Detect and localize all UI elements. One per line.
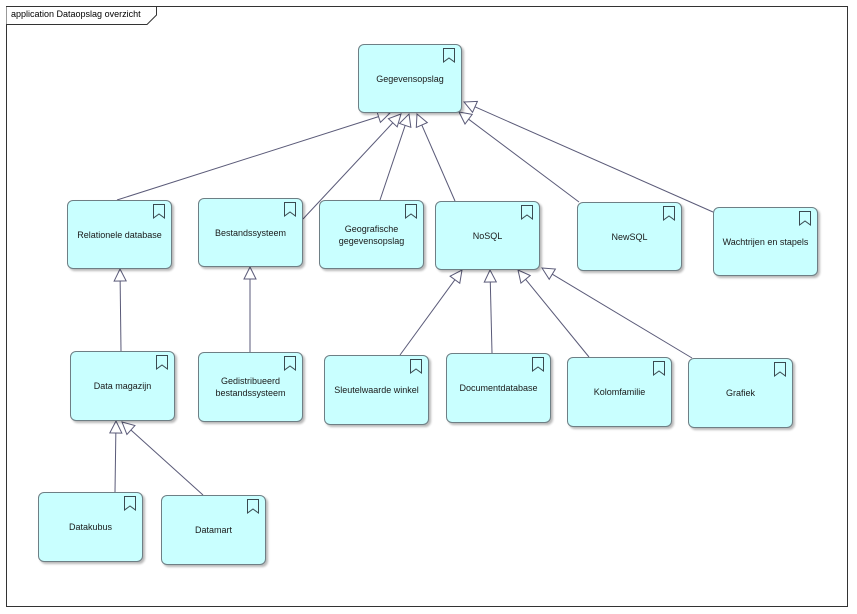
hollow-triangle-arrowhead-icon (449, 269, 463, 285)
diagram-title: application Dataopslag overzicht (11, 9, 141, 19)
application-data-object-icon (443, 48, 455, 63)
edge-datakubus-to-data-magazijn (109, 419, 123, 493)
hollow-triangle-arrowhead-icon (387, 113, 402, 128)
node-data-magazijn[interactable]: Data magazijn (70, 351, 175, 421)
node-kolomfamilie[interactable]: Kolomfamilie (567, 357, 672, 427)
edge-documentdatabase-to-nosql (483, 268, 498, 354)
node-label: Geografische gegevensopslag (338, 223, 405, 246)
node-newsql[interactable]: NewSQL (577, 202, 682, 271)
specialization-line (114, 432, 117, 493)
application-data-object-icon (663, 206, 675, 221)
node-label: Datamart (194, 525, 232, 535)
specialization-line (421, 124, 456, 202)
specialization-line (119, 280, 122, 352)
edge-nosql-to-gegevensopslag (415, 112, 456, 202)
hollow-triangle-arrowhead-icon (415, 112, 429, 129)
hollow-triangle-arrowhead-icon (517, 269, 532, 284)
application-data-object-icon (521, 205, 533, 220)
node-geografische-gegevensopslag[interactable]: Geografische gegevensopslag (319, 200, 424, 269)
edge-grafiek-to-nosql (541, 267, 693, 359)
hollow-triangle-arrowhead-icon (243, 265, 257, 280)
edge-data-magazijn-to-relationele-database (113, 267, 127, 352)
edge-sleutelwaarde-winkel-to-nosql (399, 269, 463, 356)
application-data-object-icon (799, 211, 811, 226)
node-gedistribueerd-bestandssysteem[interactable]: Gedistribueerd bestandssysteem (198, 352, 303, 422)
hollow-triangle-arrowhead-icon (541, 267, 557, 281)
node-datakubus[interactable]: Datakubus (38, 492, 143, 562)
node-label: Gegevensopslag (376, 73, 444, 84)
node-label: Grafiek (725, 388, 755, 398)
application-data-object-icon (124, 496, 136, 511)
node-label: NoSQL (472, 230, 503, 241)
application-data-object-icon (153, 204, 165, 219)
application-data-object-icon (247, 499, 259, 514)
edge-datamart-to-data-magazijn (121, 421, 204, 496)
specialization-line (552, 273, 693, 359)
node-label: Datakubus (68, 522, 113, 532)
application-data-object-icon (284, 202, 296, 217)
hollow-triangle-arrowhead-icon (121, 421, 136, 436)
node-label: Bestandssysteem (214, 227, 287, 238)
specialization-line (525, 278, 590, 358)
specialization-line (116, 116, 379, 201)
node-label: Relationele database (77, 229, 162, 240)
edge-kolomfamilie-to-nosql (517, 269, 590, 358)
node-label: Kolomfamilie (593, 387, 646, 397)
node-label: NewSQL (611, 231, 648, 242)
node-sleutelwaarde-winkel[interactable]: Sleutelwaarde winkel (324, 355, 429, 425)
hollow-triangle-arrowhead-icon (398, 112, 412, 129)
node-label: Sleutelwaarde winkel (334, 385, 419, 395)
hollow-triangle-arrowhead-icon (113, 267, 127, 282)
node-label: Gedistribueerd bestandssysteem (215, 376, 286, 398)
application-data-object-icon (405, 204, 417, 219)
edge-wachtrijen-en-stapels-to-gegevensopslag (462, 100, 714, 213)
node-wachtrijen-en-stapels[interactable]: Wachtrijen en stapels (713, 207, 818, 276)
specialization-line (399, 279, 456, 356)
specialization-line (468, 118, 580, 203)
hollow-triangle-arrowhead-icon (109, 419, 123, 434)
node-label: Wachtrijen en stapels (722, 236, 809, 247)
specialization-line (489, 281, 493, 354)
node-datamart[interactable]: Datamart (161, 495, 266, 565)
specialization-line (379, 125, 406, 201)
edge-relationele-database-to-gegevensopslag (116, 110, 392, 201)
node-documentdatabase[interactable]: Documentdatabase (446, 353, 551, 423)
node-relationele-database[interactable]: Relationele database (67, 200, 172, 269)
specialization-line (130, 429, 204, 496)
application-data-object-icon (774, 362, 786, 377)
application-data-object-icon (410, 359, 422, 374)
frame-title-tab (6, 6, 157, 25)
node-bestandssysteem[interactable]: Bestandssysteem (198, 198, 303, 267)
application-data-object-icon (532, 357, 544, 372)
node-grafiek[interactable]: Grafiek (688, 358, 793, 428)
application-data-object-icon (156, 355, 168, 370)
hollow-triangle-arrowhead-icon (462, 100, 479, 114)
edge-gedistribueerd-bestandssysteem-to-bestandssysteem (243, 265, 257, 352)
hollow-triangle-arrowhead-icon (483, 268, 498, 283)
edge-newsql-to-gegevensopslag (458, 111, 580, 203)
hollow-triangle-arrowhead-icon (458, 111, 474, 125)
specialization-line (302, 122, 394, 220)
edge-geografische-gegevensopslag-to-gegevensopslag (379, 112, 412, 201)
specialization-line (474, 106, 714, 213)
node-label: Documentdatabase (459, 383, 538, 393)
application-data-object-icon (653, 361, 665, 376)
application-data-object-icon (284, 356, 296, 371)
node-gegevensopslag[interactable]: Gegevensopslag (358, 44, 462, 113)
node-nosql[interactable]: NoSQL (435, 201, 540, 270)
edge-bestandssysteem-to-gegevensopslag (302, 113, 402, 220)
node-label: Data magazijn (93, 381, 152, 391)
